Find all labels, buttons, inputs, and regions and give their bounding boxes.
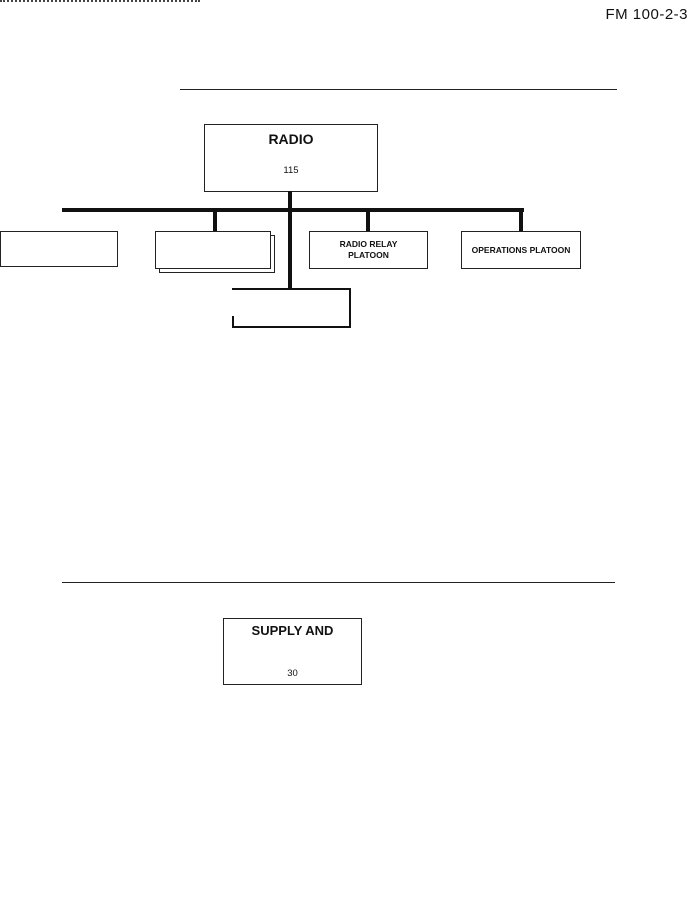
child-box-1 — [0, 231, 118, 267]
radio-root-title: RADIO — [268, 131, 314, 147]
child-box-operations: OPERATIONS PLATOON — [461, 231, 581, 269]
supply-root-box: SUPPLY AND 30 — [223, 618, 362, 685]
child-box-radio-relay: RADIO RELAY PLATOON — [309, 231, 428, 269]
center-vertical-connector — [288, 210, 292, 290]
child-box-2 — [155, 231, 271, 269]
document-code: FM 100-2-3 — [605, 6, 688, 23]
child-box-operations-label: OPERATIONS PLATOON — [471, 245, 571, 255]
section-rule-middle — [62, 582, 615, 583]
child-box-radio-relay-label: RADIO RELAY PLATOON — [339, 239, 398, 260]
root-connector — [288, 191, 292, 210]
radio-root-count: 115 — [283, 165, 299, 176]
radio-root-box: RADIO 115 — [204, 124, 378, 192]
bottom-box-right-border — [349, 288, 351, 328]
connector-child-4 — [519, 210, 523, 232]
supply-root-count: 30 — [287, 668, 298, 679]
dotted-header-line — [0, 0, 200, 6]
connector-child-2 — [213, 210, 217, 232]
bottom-box-left-stub — [232, 316, 234, 327]
horizontal-bus — [62, 208, 524, 212]
bottom-box-top-border — [232, 288, 351, 290]
supply-root-title: SUPPLY AND — [251, 623, 334, 638]
bottom-box-bottom-border — [232, 326, 351, 328]
section-rule-top — [180, 89, 617, 90]
connector-child-3 — [366, 210, 370, 232]
